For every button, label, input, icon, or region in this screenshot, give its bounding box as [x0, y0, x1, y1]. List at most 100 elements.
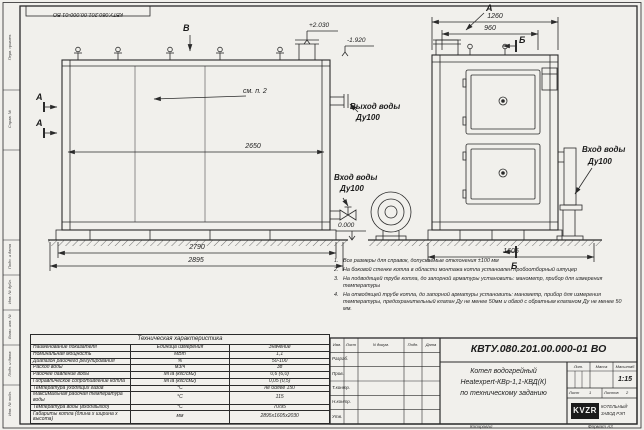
- param-unit: МПа (кгс/см2): [129, 377, 231, 386]
- dim-2895: 2895: [188, 257, 204, 264]
- param-name: Рабочее давление воды: [30, 371, 131, 379]
- section-marker-b-top: Б: [519, 35, 526, 45]
- product-title-line1: Котел водогрейный: [470, 368, 537, 375]
- burner-icon: [370, 191, 412, 241]
- product-title-line2: Heatexpert-КВр-1,1-КВД(К): [460, 379, 547, 386]
- tb-col-data: Дата: [425, 342, 437, 347]
- tech-table-title: Техническая характеристика: [30, 334, 330, 345]
- note-item: 1.Все размеры для справок, допускаемые о…: [334, 258, 626, 265]
- param-name: Гидравлическое сопротивление котла: [30, 377, 131, 386]
- company-name-line1: КОТЕЛЬНЫЙ: [601, 404, 628, 409]
- boiler-front-view: [427, 12, 595, 262]
- water-inlet-left-dn: Ду100: [340, 184, 364, 193]
- margin-label-sprav-no: Справ. №: [7, 109, 12, 129]
- top-frame-stamp: КВТУ.080.201.00.000-01 ВО: [52, 11, 124, 17]
- role-nkontr: Н.контр.: [332, 399, 352, 404]
- tb-sheet-label: Лист: [569, 389, 580, 395]
- scale-value: 1:15: [617, 376, 632, 383]
- param-unit: м3/ч: [129, 364, 231, 372]
- param-unit: %: [129, 357, 231, 366]
- tb-lit-label: Лит.: [573, 363, 584, 369]
- param-value: 2895х1605х2030: [229, 410, 330, 424]
- water-inlet-right-dn: Ду100: [588, 157, 612, 166]
- water-inlet-right-label: Вход воды: [582, 145, 626, 154]
- param-value: 115: [229, 391, 330, 405]
- param-unit: °С: [129, 403, 231, 412]
- margin-label-podp-data-2: Подп. и дата: [7, 351, 12, 377]
- role-utv: Утв.: [332, 413, 343, 419]
- note-item: 4. На отводящей трубе котла, до запорной …: [334, 292, 626, 313]
- note-text: На отводящей трубе котла, до запорной ар…: [343, 292, 622, 313]
- level-mid-label: -1.920: [347, 37, 366, 44]
- param-name: Температура воды (вход/выход): [30, 403, 131, 412]
- notes-list: 1.Все размеры для справок, допускаемые о…: [334, 258, 626, 315]
- param-name: Номинальная мощность: [30, 350, 131, 359]
- param-unit: МВт: [129, 350, 231, 359]
- note-text: На боковой стенке котла в области монтаж…: [343, 267, 577, 274]
- note-text: На подводящей трубе котла, до запорной а…: [343, 276, 603, 290]
- copied-label: Копировал: [470, 424, 493, 429]
- margin-label-inv-podl: Инв. № подл.: [7, 391, 12, 416]
- param-name: Диапазон рабочего регулирования: [30, 357, 131, 366]
- level-mark-mid: [341, 45, 374, 57]
- param-name: Температура уходящих газов: [30, 384, 131, 393]
- product-title-line3: по техническому заданию: [460, 390, 547, 397]
- dim-2790: 2790: [189, 244, 205, 251]
- param-value: 0,6 (6,0): [229, 371, 330, 379]
- tech-characteristics-table: Техническая характеристика Наименование …: [30, 334, 330, 424]
- table-row: Диапазон рабочего регулирования%50-100: [30, 357, 330, 366]
- dim-1605: 1605: [503, 248, 519, 255]
- company-name-line2: ЗАВОД РЭП: [601, 411, 626, 416]
- param-unit: МПа (кгс/см2): [129, 371, 231, 379]
- view-marker-b: В: [183, 23, 190, 33]
- tech-header-name: Наименование показателя: [30, 344, 131, 352]
- margin-label-perv-primen: Перв. примен.: [7, 33, 12, 61]
- param-name: Габариты котла (длина х ширина х высота): [30, 410, 131, 424]
- param-value: 0,05 (0,5): [229, 377, 330, 386]
- param-value: не более 150: [229, 384, 330, 393]
- param-value: 70/95: [229, 403, 330, 412]
- role-razrab: Разраб.: [332, 356, 349, 361]
- title-block-grid: [329, 337, 638, 425]
- note-number: 3.: [334, 276, 339, 283]
- water-outlet-label: Выход воды: [350, 102, 401, 111]
- tb-scale-label: Масштаб: [615, 363, 635, 369]
- format-label: Формат А3: [588, 424, 613, 429]
- note-item: 3. На подводящей трубе котла, до запорной…: [334, 276, 626, 290]
- table-row: Габариты котла (длина х ширина х высота)…: [30, 410, 330, 424]
- water-outlet-dn: Ду100: [356, 113, 380, 122]
- param-unit: °С: [129, 384, 231, 393]
- tb-sheets-label: Листов: [604, 389, 619, 395]
- upper-door: [462, 69, 541, 135]
- tb-sheet-value: 1: [589, 389, 592, 395]
- note-number: 4.: [334, 292, 339, 299]
- view-marker-a-top: А: [486, 3, 493, 13]
- margin-label-vzam-inv: Взам. инв. №: [7, 314, 12, 339]
- param-unit: мм: [129, 410, 231, 424]
- tech-header-unit: Единица измерения: [129, 344, 231, 352]
- ground-hatch: [48, 230, 602, 246]
- margin-label-inv-dubl: Инв. № дубл.: [7, 279, 12, 304]
- dim-960: 960: [484, 25, 496, 32]
- param-value: 38: [229, 364, 330, 372]
- top-valve-icons: [74, 46, 284, 60]
- section-marker-a1: А: [36, 92, 43, 102]
- param-name: Расход воды: [30, 364, 131, 372]
- doc-number: КВТУ.080.201.00.000-01 ВО: [470, 343, 607, 355]
- role-tkontr: Т.контр.: [332, 385, 351, 390]
- level-zero-label: 0.000: [338, 222, 355, 229]
- tb-col-list: Лист: [345, 342, 357, 347]
- inlet-valve: [330, 197, 357, 221]
- section-marker-a2: А: [36, 118, 43, 128]
- note-text: Все размеры для справок, допускаемые отк…: [343, 258, 499, 264]
- water-inlet-left-label: Вход воды: [334, 173, 378, 182]
- boiler-side-view: [43, 30, 412, 271]
